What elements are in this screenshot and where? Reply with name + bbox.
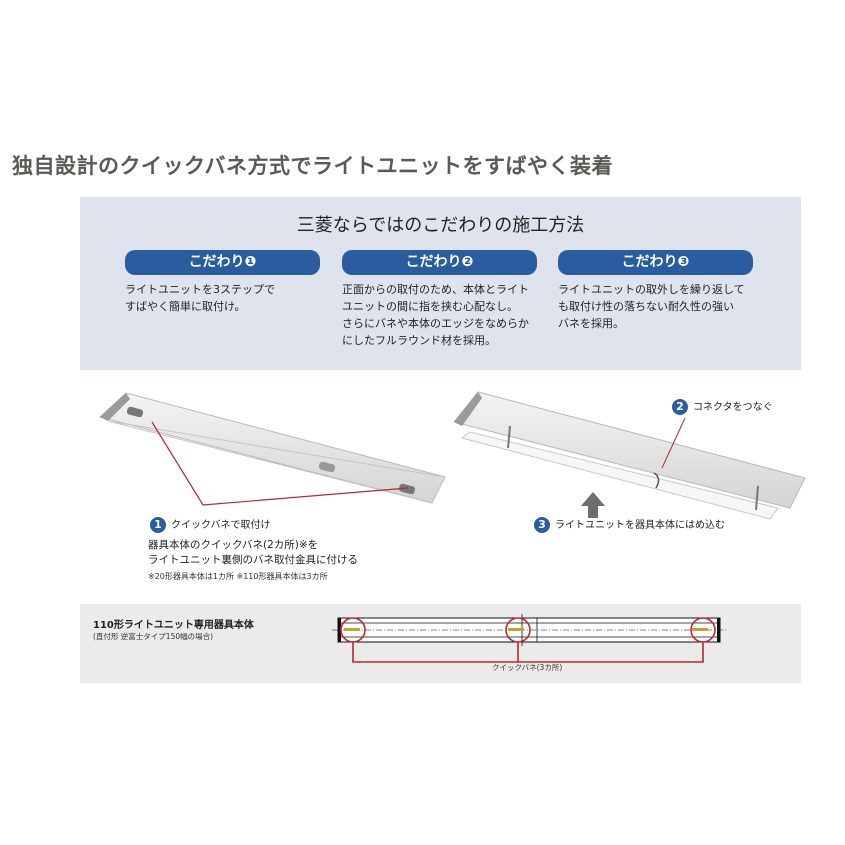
fixture-plan-diagram [332, 614, 726, 663]
diagram-panel: 110形ライトユニット専用器具本体 (直付形 逆富士タイプ150幅の場合) クイ… [80, 604, 801, 683]
fixture-body-illustration [98, 392, 446, 506]
feature-badge-3: こだわり❸ [558, 250, 753, 275]
feature-badge-1: こだわり❶ [125, 250, 320, 275]
feature-panel: 三菱ならではのこだわりの施工方法 こだわり❶ こだわり❷ こだわり❸ ライトユニ… [80, 197, 801, 370]
feature-badge-2: こだわり❷ [342, 250, 537, 275]
step1-number-icon: 1 [150, 517, 166, 533]
step1-label-text: クイックバネで取付け [171, 520, 271, 531]
step1-label: 1 クイックバネで取付け [150, 516, 271, 533]
step3-number-icon: 3 [534, 517, 550, 533]
diagram-subtitle: (直付形 逆富士タイプ150幅の場合) [93, 632, 214, 641]
feature-desc-2: 正面からの取付のため、本体とライト ユニットの間に指を挟む心配なし。 さらにバネ… [342, 283, 529, 347]
step1-desc: 器具本体のクイックバネ(2カ所)※を ライトユニット裏側のバネ取付金具に付ける [148, 539, 358, 566]
step1-note: ※20形器具本体は1カ所 ※110形器具本体は3カ所 [148, 572, 328, 581]
diagram-title: 110形ライトユニット専用器具本体 [93, 620, 254, 631]
feature-desc-1: ライトユニットを3ステップで すばやく簡単に取付け。 [125, 283, 275, 313]
quick-spring-callout: クイックバネ(3カ所) [492, 663, 563, 672]
step2-number-icon: 2 [672, 399, 688, 415]
step2-label: 2 コネクタをつなぐ [672, 398, 773, 415]
panel-title: 三菱ならではのこだわりの施工方法 [296, 215, 585, 236]
step2-label-text: コネクタをつなぐ [693, 402, 773, 413]
fixture-assembly-illustration [453, 391, 806, 520]
step3-label-text: ライトユニットを器具本体にはめ込む [555, 520, 725, 531]
feature-desc-3: ライトユニットの取外しを繰り返して も取付け性の落ちない耐久性の強い バネを採用… [558, 283, 745, 330]
step3-label: 3 ライトユニットを器具本体にはめ込む [534, 516, 725, 533]
headline: 独自設計のクイックバネ方式でライトユニットをすばやく装着 [12, 154, 613, 178]
